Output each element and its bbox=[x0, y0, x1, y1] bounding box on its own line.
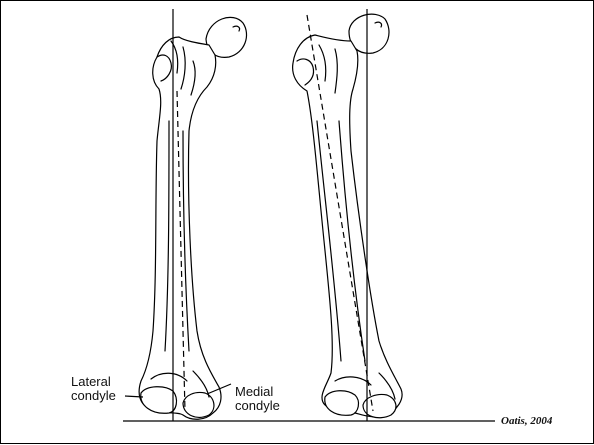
lateral-condyle-label: Lateral condyle bbox=[71, 375, 116, 403]
medial-condyle-label: Medial condyle bbox=[235, 385, 280, 413]
left-femur-body bbox=[139, 37, 221, 419]
right-lateral-condyle bbox=[325, 391, 359, 416]
right-femur-body bbox=[293, 35, 402, 417]
left-lateral-condyle bbox=[141, 387, 177, 414]
medial-label-line2: condyle bbox=[235, 399, 280, 413]
right-medial-condyle bbox=[363, 394, 396, 417]
right-femur bbox=[293, 14, 402, 418]
medial-label-line1: Medial bbox=[235, 385, 280, 399]
lateral-label-line2: condyle bbox=[71, 389, 116, 403]
source-citation: Oatis, 2004 bbox=[501, 415, 552, 427]
left-femur bbox=[139, 17, 246, 419]
lateral-label-line1: Lateral bbox=[71, 375, 116, 389]
